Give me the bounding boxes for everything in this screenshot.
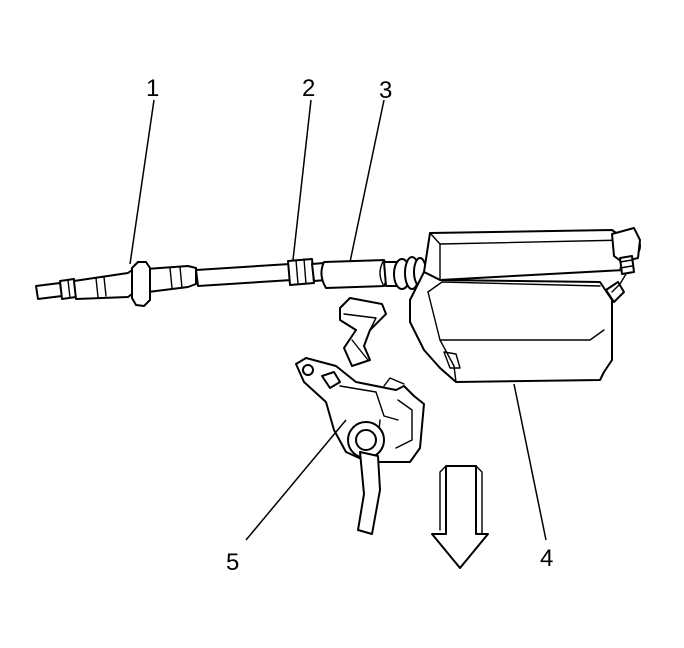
cable-end-tip bbox=[35, 282, 63, 300]
callout-1: 1 bbox=[146, 75, 159, 102]
callout-4: 4 bbox=[540, 545, 553, 572]
leader-line-1 bbox=[129, 99, 155, 265]
callout-3: 3 bbox=[379, 77, 392, 104]
leader-line-2 bbox=[292, 99, 312, 261]
leader-line-5 bbox=[245, 419, 347, 541]
arrow-down-icon bbox=[431, 465, 489, 569]
leader-line-4 bbox=[513, 383, 547, 541]
callout-5: 5 bbox=[226, 549, 239, 576]
actuator-rod-cylinder bbox=[320, 256, 427, 290]
mounting-bracket bbox=[295, 297, 425, 535]
cable-housing bbox=[195, 263, 293, 287]
callout-2: 2 bbox=[302, 75, 315, 102]
cable-collar bbox=[287, 258, 315, 286]
cable-end-clip bbox=[131, 261, 151, 307]
cable-assembly bbox=[35, 258, 327, 307]
actuator-module bbox=[409, 227, 641, 383]
leader-line-3 bbox=[349, 99, 385, 263]
